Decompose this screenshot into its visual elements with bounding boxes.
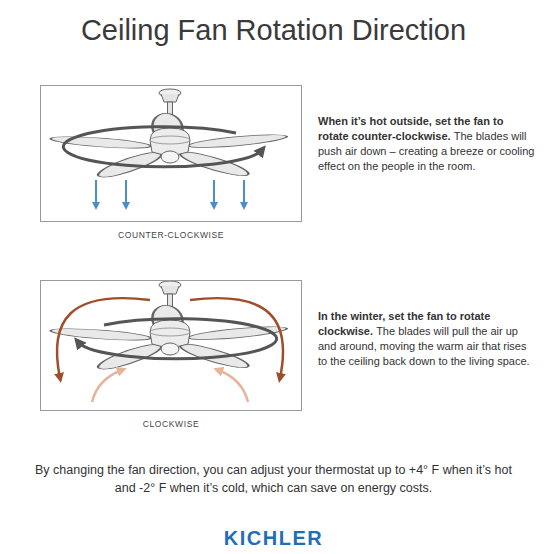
direction-caption: CLOCKWISE	[41, 419, 301, 429]
ceiling-fan	[47, 89, 292, 179]
rising-air-arrow	[92, 370, 122, 402]
illustration-panel: COUNTER-CLOCKWISE	[40, 85, 302, 222]
air-arrow	[95, 180, 97, 206]
air-arrow	[243, 180, 245, 206]
warm-air-arrow	[190, 298, 283, 378]
text-group: KICHLER	[0, 526, 547, 550]
rotation-arrow	[63, 127, 262, 167]
page-title: Ceiling Fan Rotation Direction	[0, 14, 547, 47]
direction-caption: COUNTER-CLOCKWISE	[41, 230, 301, 240]
text-group: When it’s hot outside, set the fan to ro…	[318, 114, 536, 174]
air-arrow	[213, 180, 215, 206]
brand-logo: KICHLER	[224, 527, 323, 549]
rising-air-arrow	[218, 370, 248, 402]
footer-note: By changing the fan direction, you can a…	[35, 463, 512, 495]
illustration-panel: CLOCKWISE	[40, 280, 302, 411]
text-group: By changing the fan direction, you can a…	[30, 461, 517, 497]
warm-air-arrow	[57, 298, 150, 378]
ceiling-fan	[47, 281, 292, 371]
air-arrow	[125, 180, 127, 206]
text-group: In the winter, set the fan to rotate clo…	[318, 309, 536, 369]
rotation-arrow	[78, 319, 277, 359]
